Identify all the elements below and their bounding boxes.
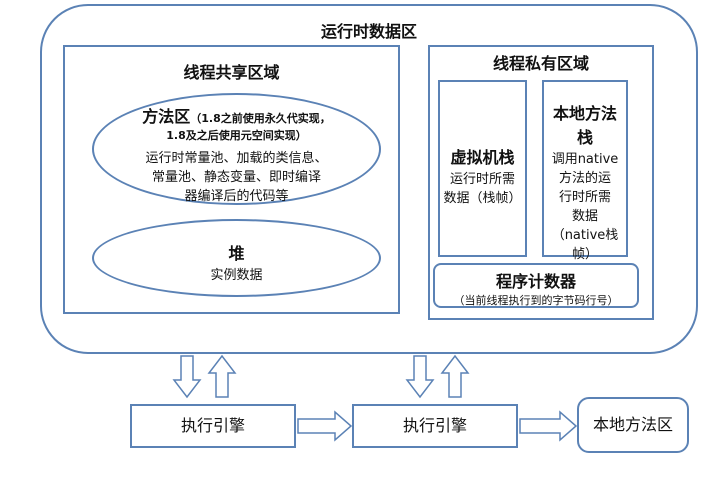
- execution-engine-2: 执行引擎: [352, 404, 518, 448]
- method-area-title: 方法区: [142, 107, 191, 126]
- program-counter: 程序计数器 （当前线程执行到的字节码行号）: [433, 263, 639, 308]
- heap: 堆 实例数据: [92, 219, 381, 297]
- thread-private-area-title: 线程私有区域: [492, 54, 589, 73]
- method-area-note-1: （1.8之前使用永久代实现，: [190, 112, 331, 125]
- right-arrow-icon: [519, 410, 578, 442]
- vm-stack-desc-2: 数据（栈帧）: [443, 191, 522, 206]
- native-method-area: 本地方法区: [577, 397, 689, 453]
- method-area-note-2: 1.8及之后使用元空间实现）: [166, 129, 307, 142]
- down-arrow-icon: [405, 355, 435, 399]
- native-stack-desc-4: 数据: [571, 209, 598, 224]
- program-counter-desc: （当前线程执行到的字节码行号）: [453, 294, 619, 307]
- up-arrow-icon: [207, 354, 237, 398]
- native-stack-title-2: 栈: [576, 128, 593, 147]
- native-stack-desc-3: 行时所需: [558, 190, 611, 205]
- vm-stack-title: 虚拟机栈: [450, 148, 515, 167]
- native-stack-desc-2: 方法的运: [558, 171, 611, 186]
- vm-stack-desc-1: 运行时所需: [449, 172, 515, 187]
- program-counter-title: 程序计数器: [495, 272, 576, 291]
- up-arrow-icon: [440, 354, 470, 398]
- runtime-data-area-title: 运行时数据区: [320, 22, 417, 41]
- native-stack-title-1: 本地方法: [552, 104, 617, 123]
- native-stack-desc-6: 帧）: [571, 247, 598, 262]
- method-area-desc-3: 器编译后的代码等: [184, 189, 289, 204]
- method-area-desc-1: 运行时常量池、加载的类信息、: [145, 151, 328, 166]
- native-method-stack: 本地方法 栈 调用native 方法的运 行时所需 数据 （native栈 帧）: [542, 80, 628, 262]
- thread-shared-area-title: 线程共享区域: [183, 63, 280, 82]
- heap-desc: 实例数据: [210, 268, 263, 283]
- method-area: 方法区（1.8之前使用永久代实现， 1.8及之后使用元空间实现） 运行时常量池、…: [92, 93, 381, 205]
- execution-engine-1: 执行引擎: [130, 404, 296, 448]
- native-stack-desc-1: 调用native: [551, 152, 619, 167]
- heap-title: 堆: [228, 244, 245, 263]
- vm-stack: 虚拟机栈 运行时所需 数据（栈帧）: [438, 80, 527, 257]
- right-arrow-icon: [297, 410, 353, 442]
- method-area-desc-2: 常量池、静态变量、即时编译: [151, 170, 321, 185]
- down-arrow-icon: [172, 355, 202, 399]
- native-stack-desc-5: （native栈: [551, 228, 619, 243]
